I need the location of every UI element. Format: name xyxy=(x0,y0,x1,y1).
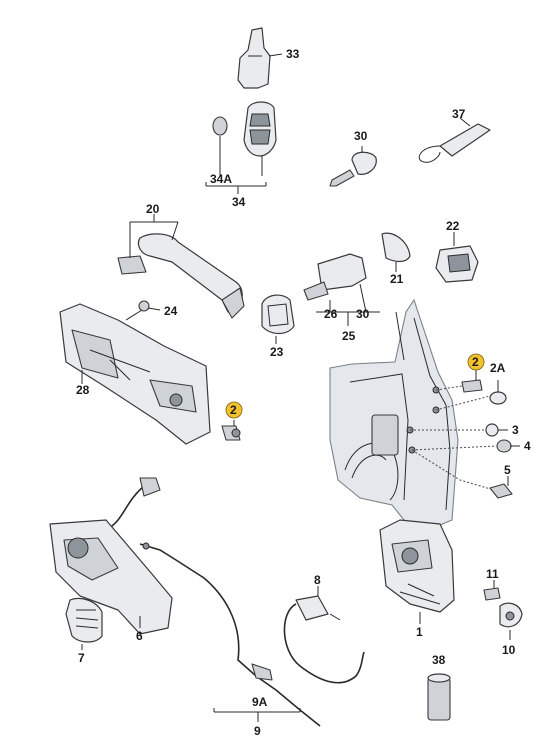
part-4-grommet xyxy=(496,439,520,453)
part-6-inner-handle xyxy=(49,477,173,635)
label-34: 34 xyxy=(232,195,246,209)
label-22: 22 xyxy=(446,219,460,233)
badge-2-left xyxy=(225,401,243,419)
label-24: 24 xyxy=(164,304,178,318)
door-leader-lines xyxy=(410,385,497,491)
label-4: 4 xyxy=(524,439,531,453)
part-26-lock-cylinder xyxy=(303,253,380,326)
part-2-screw-right xyxy=(461,368,483,393)
label-38: 38 xyxy=(432,653,446,667)
label-1: 1 xyxy=(416,625,423,639)
label-7: 7 xyxy=(78,651,85,665)
part-9-cable xyxy=(139,542,321,727)
part-11-screw xyxy=(483,580,501,601)
part-1-door-lock xyxy=(379,519,455,624)
part-38-grease-tube xyxy=(427,673,451,721)
part-24-screw xyxy=(125,300,161,321)
part-34A-cap xyxy=(212,116,228,176)
part-10-striker-plate xyxy=(499,602,523,640)
part-5-screw xyxy=(489,476,513,499)
label-11: 11 xyxy=(486,567,499,581)
label-30-bottom: 30 xyxy=(356,307,370,321)
label-37: 37 xyxy=(452,107,466,121)
label-2-left: 2 xyxy=(230,403,237,417)
label-21: 21 xyxy=(390,272,404,286)
label-5: 5 xyxy=(504,463,511,477)
part-34-key-fob xyxy=(243,101,277,176)
part-3-grommet xyxy=(485,423,508,437)
part-28-handle-carrier xyxy=(59,303,211,445)
part-23-gasket xyxy=(261,294,295,344)
part-20-outer-handle xyxy=(117,214,245,319)
label-28: 28 xyxy=(76,383,90,397)
label-20: 20 xyxy=(146,202,160,216)
label-3: 3 xyxy=(512,423,519,437)
part-2A-plug xyxy=(489,380,507,405)
label-2A: 2A xyxy=(490,361,506,375)
label-34A: 34A xyxy=(210,172,232,186)
label-9: 9 xyxy=(254,724,261,738)
label-6: 6 xyxy=(136,629,143,643)
label-30-top: 30 xyxy=(354,129,368,143)
part-30-key xyxy=(329,146,377,187)
part-2-screw-left xyxy=(221,420,241,441)
label-9A: 9A xyxy=(252,695,268,709)
label-26: 26 xyxy=(324,307,338,321)
part-21-end-cap xyxy=(381,232,411,272)
part-33-key-cap xyxy=(237,27,283,89)
label-25: 25 xyxy=(342,329,356,343)
label-8: 8 xyxy=(314,573,321,587)
label-23: 23 xyxy=(270,345,284,359)
part-8-connector xyxy=(283,586,365,684)
label-33: 33 xyxy=(286,47,300,61)
bracket-34-ticks xyxy=(205,182,267,194)
part-37-key-strap xyxy=(418,117,491,163)
callout-labels: 33 34A 34 30 37 20 22 21 24 26 30 25 23 … xyxy=(76,47,531,738)
label-10: 10 xyxy=(502,643,516,657)
part-7-trim-cover xyxy=(65,597,103,650)
label-2-right: 2 xyxy=(472,355,479,369)
part-22-cover xyxy=(435,232,479,283)
door-panel xyxy=(329,298,459,541)
badge-2-right xyxy=(467,353,485,371)
